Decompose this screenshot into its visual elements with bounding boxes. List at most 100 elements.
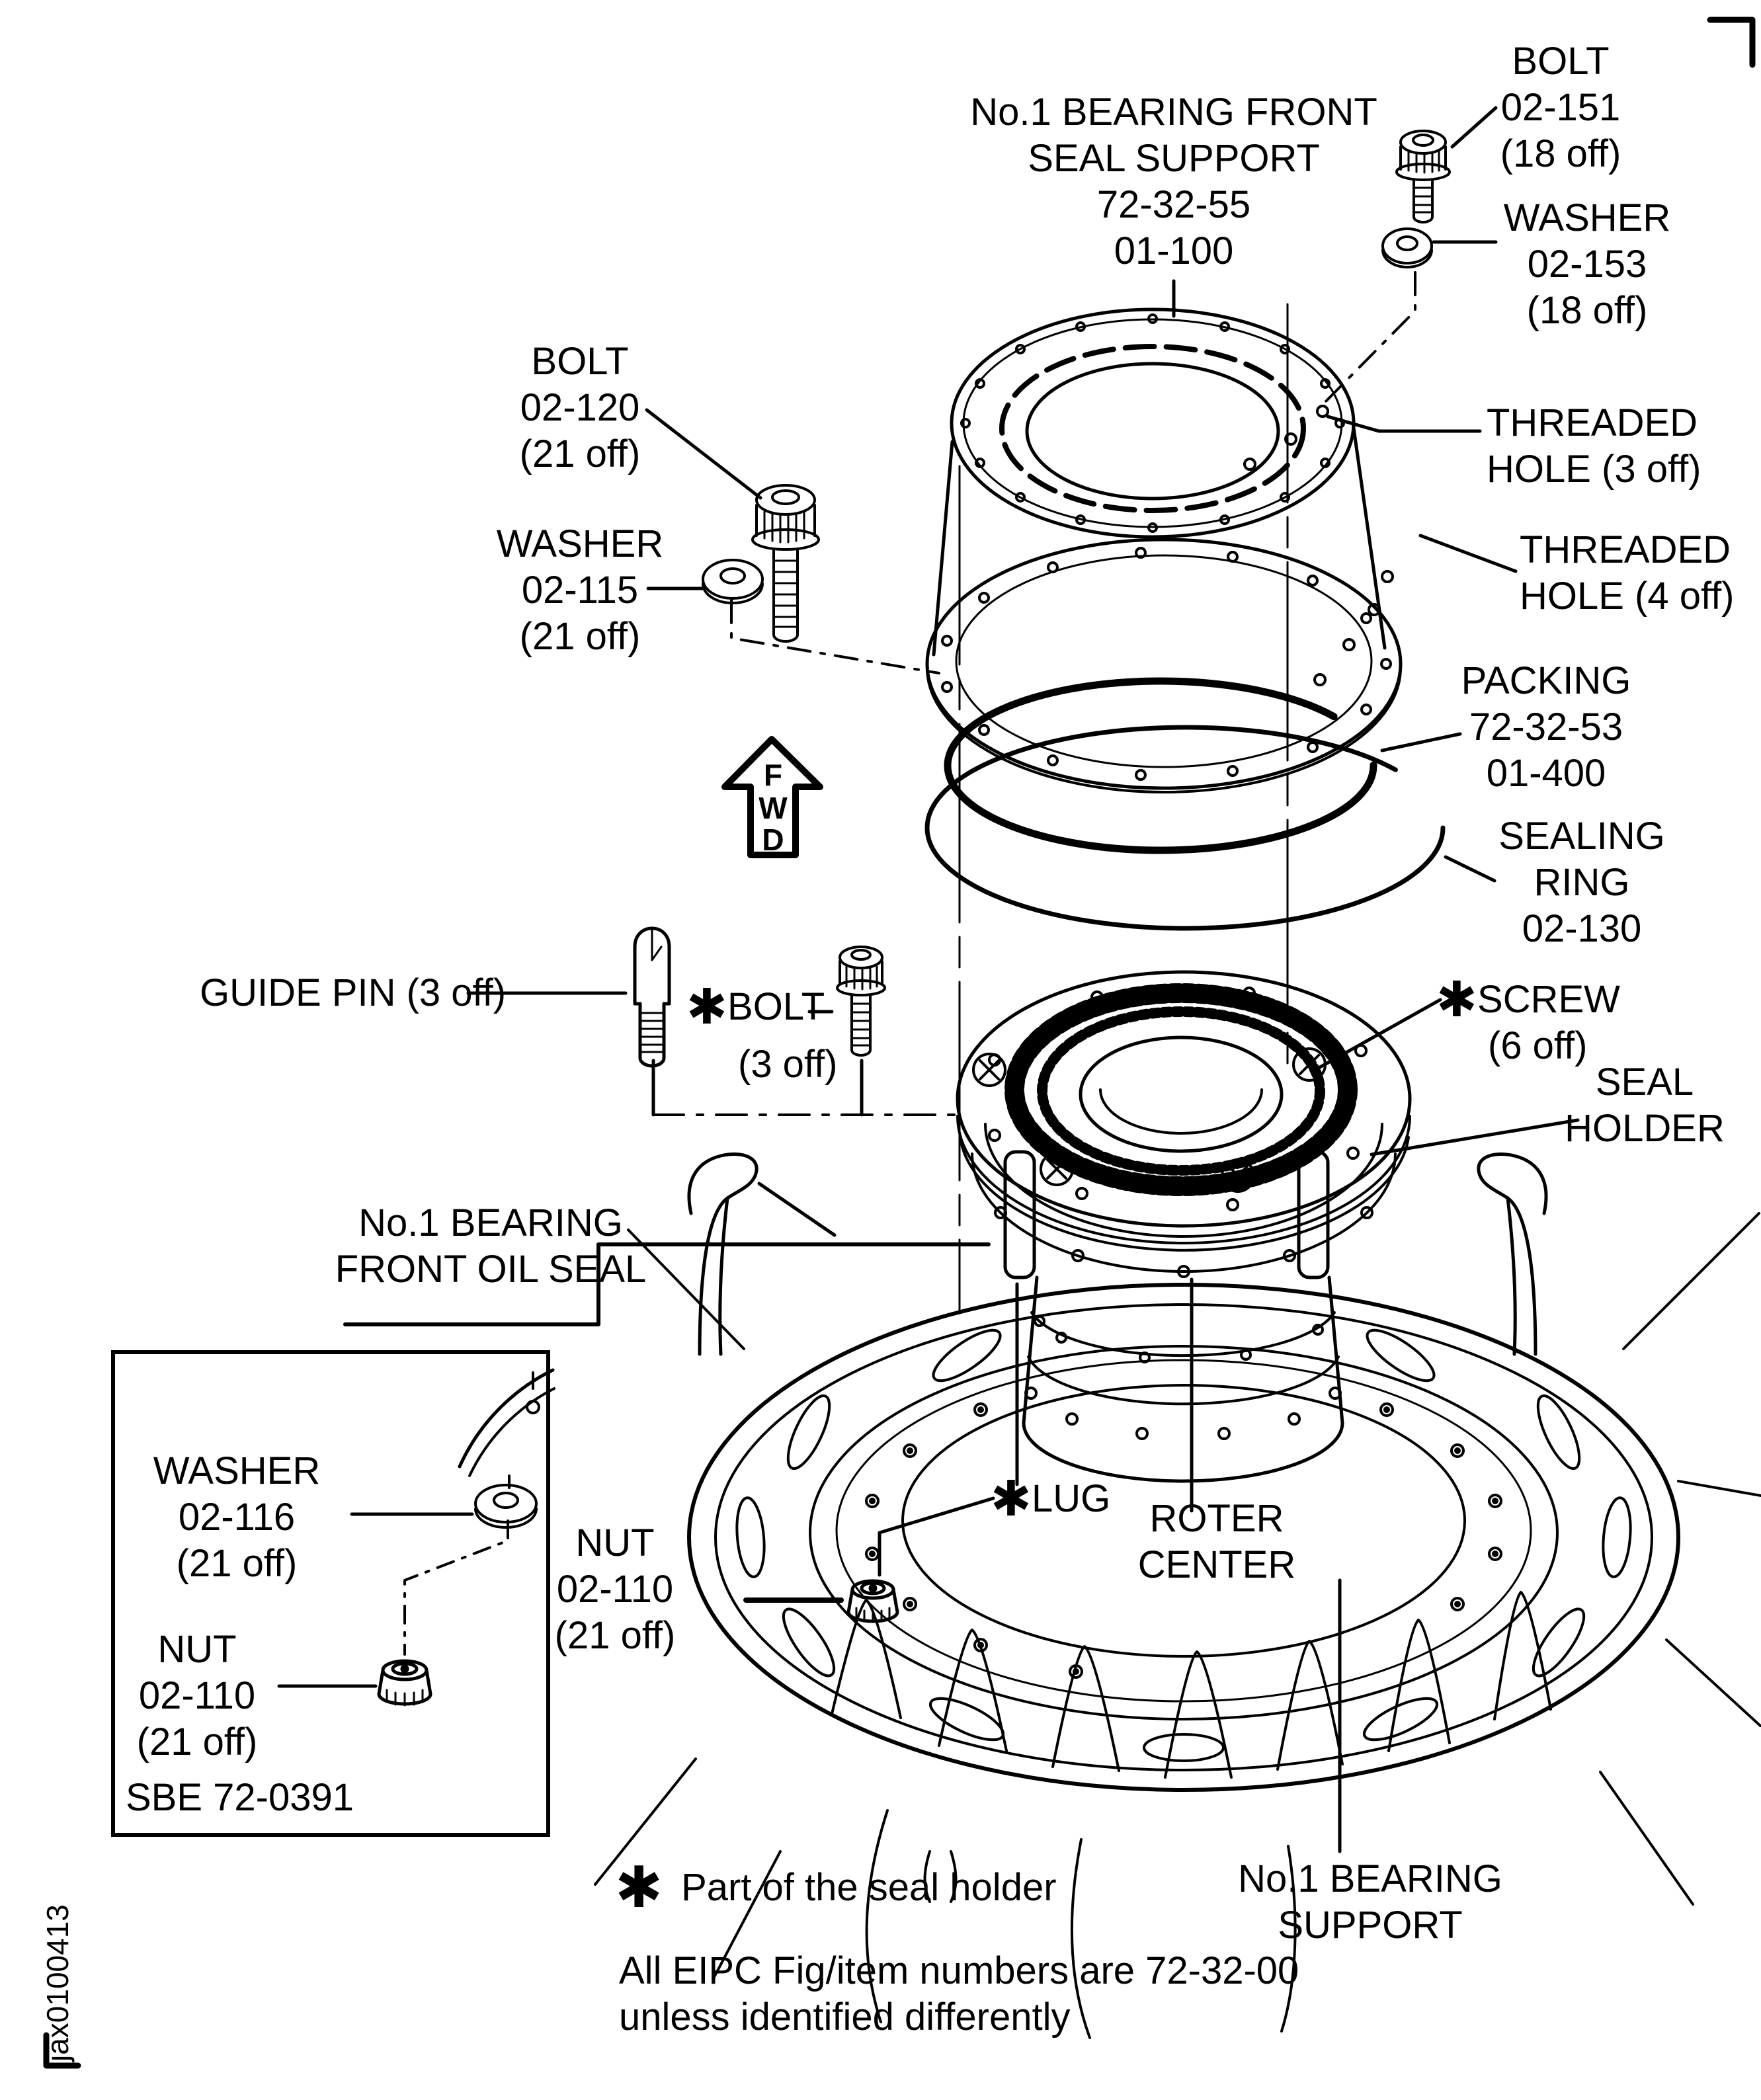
callout-line: FRONT OIL SEAL (335, 1248, 647, 1291)
callout-line: No.1 BEARING (358, 1201, 623, 1244)
callout-line: (18 off) (1526, 289, 1648, 332)
callout-line: 01-400 (1486, 752, 1606, 795)
callout-line: THREADED (1487, 401, 1698, 444)
callout-line: NUT (575, 1521, 655, 1564)
inset-ring-segment (458, 1368, 555, 1489)
callout-packing: PACKING 72-32-53 01-400 (1461, 658, 1631, 797)
callout-washer-02-115: WASHER 02-115 (21 off) (497, 521, 663, 660)
callout-line: BOLT (531, 340, 629, 383)
callout-line: THREADED (1520, 528, 1731, 571)
corner-mark-top-right (1707, 17, 1756, 68)
seal-support-drawing (925, 307, 1403, 793)
inset-box (111, 1350, 550, 1837)
callout-line: HOLE (4 off) (1520, 575, 1735, 618)
leader-lines (277, 106, 1580, 1853)
asterisk-marker: ✱ (615, 1855, 663, 1921)
callout-line: (21 off) (136, 1720, 258, 1763)
callout-line: 02-153 (1527, 243, 1647, 286)
callout-line: HOLE (3 off) (1487, 448, 1701, 491)
bolt-seal-icon (836, 946, 886, 1057)
callout-line: 02-151 (1500, 86, 1621, 129)
callout-line: BOLT (1512, 40, 1610, 83)
corner-mark-bottom-left (43, 2032, 81, 2069)
fwd-arrow-letter: F (763, 758, 783, 792)
callout-line: CENTER (1137, 1543, 1296, 1586)
callout-guide-pin: GUIDE PIN (3 off) (200, 970, 506, 1016)
callout-line: No.1 BEARING FRONT (970, 91, 1377, 134)
bolt-02-151-icon (1395, 130, 1451, 223)
callout-line: 02-116 (178, 1496, 296, 1539)
callout-line: (21 off) (519, 615, 641, 658)
inset-reference: SBE 72-0391 (126, 1776, 354, 1819)
artwork-id-watermark: jax0100413 (40, 1904, 75, 2062)
callout-nut-02-110: NUT 02-110 (21 off) (555, 1520, 676, 1659)
callout-line: ROTER (1149, 1497, 1284, 1540)
footnote-text: Part of the seal holder (681, 1866, 1057, 1909)
guide-pin-icon (633, 926, 671, 1068)
callout-line: 02-110 (556, 1568, 674, 1611)
callout-line: LUG (1032, 1477, 1111, 1520)
callout-roter-center: ROTER CENTER (1138, 1496, 1295, 1588)
callout-bearing-support: No.1 BEARING SUPPORT (1238, 1856, 1502, 1949)
callout-line: (21 off) (519, 432, 641, 475)
note-line: unless identified differently (619, 1996, 1071, 2039)
fwd-arrow-shape (721, 736, 823, 858)
callout-line: 02-120 (520, 386, 640, 429)
washer-02-115-icon (702, 559, 764, 604)
callout-line: SUPPORT (1278, 1904, 1463, 1947)
bearing-support-drawing (594, 1152, 1761, 2039)
washer-02-153-icon (1381, 227, 1433, 268)
inset-callout-nut-02-110: NUT 02-110 (21 off) (137, 1627, 258, 1765)
nut-center-icon (846, 1579, 899, 1623)
vanes (831, 1591, 1552, 1779)
callout-line: 02-130 (1522, 907, 1642, 950)
callout-sealing-ring: SEALING RING 02-130 (1498, 813, 1664, 952)
callout-line: GUIDE PIN (3 off) (200, 971, 507, 1014)
callout-oil-seal: No.1 BEARING FRONT OIL SEAL (335, 1200, 647, 1293)
callout-bolt-02-120: BOLT 02-120 (21 off) (520, 339, 641, 477)
bolt-02-120-icon (751, 484, 820, 643)
inset-nut-icon (377, 1659, 432, 1707)
callout-line: No.1 BEARING (1238, 1857, 1502, 1900)
inset-callout-washer-02-116: WASHER 02-116 (21 off) (153, 1448, 320, 1587)
callout-threaded-hole-4: THREADED HOLE (4 off) (1520, 527, 1735, 620)
footnote: ✱ Part of the seal holder (615, 1855, 1057, 1921)
callout-line: 72-32-53 (1469, 706, 1623, 748)
callout-threaded-hole-3: THREADED HOLE (3 off) (1487, 400, 1701, 493)
callout-line: WASHER (496, 522, 664, 565)
asterisk-marker: ✱ (686, 979, 728, 1035)
note: All EIPC Fig/item numbers are 72-32-00 u… (619, 1948, 1299, 2040)
callout-line: (3 off) (738, 1043, 838, 1086)
callout-line: 01-100 (1114, 229, 1234, 272)
fwd-arrow-letter: W (758, 791, 788, 825)
rotor-center-drawing (1022, 1275, 1344, 1483)
fwd-arrow-letter: D (762, 823, 784, 857)
callout-seal-holder: SEAL HOLDER (1565, 1059, 1725, 1152)
callout-line: (21 off) (176, 1542, 298, 1585)
asterisk-marker: ✱ (1436, 971, 1478, 1028)
callout-line: SEAL SUPPORT (1028, 137, 1320, 180)
callout-line: 72-32-55 (1096, 183, 1251, 226)
callout-line: WASHER (1503, 196, 1671, 239)
packing-ring-drawing (944, 677, 1377, 854)
callout-bolt-seal: ✱ BOLT (3 off) (686, 979, 838, 1088)
callout-line: SEAL (1595, 1061, 1694, 1104)
asterisk-marker: ✱ (991, 1471, 1032, 1527)
callout-line: BOLT (727, 985, 825, 1028)
background-lines (594, 1212, 1761, 2039)
side-hooks (687, 1152, 1548, 1356)
callout-line: SEALING (1498, 815, 1665, 858)
callout-line: 02-115 (521, 569, 639, 612)
inset-washer-icon (474, 1484, 538, 1529)
callout-line: (18 off) (1500, 132, 1621, 175)
callout-line: (21 off) (554, 1614, 676, 1657)
callout-seal-support: No.1 BEARING FRONT SEAL SUPPORT 72-32-55… (970, 89, 1377, 274)
callout-line: HOLDER (1565, 1107, 1725, 1150)
seal-holder-drawing (956, 970, 1412, 1279)
callout-lug: ✱ LUG (991, 1471, 1111, 1527)
callout-line: PACKING (1461, 659, 1631, 702)
callout-line: RING (1534, 861, 1630, 904)
callout-line: NUT (157, 1628, 237, 1671)
